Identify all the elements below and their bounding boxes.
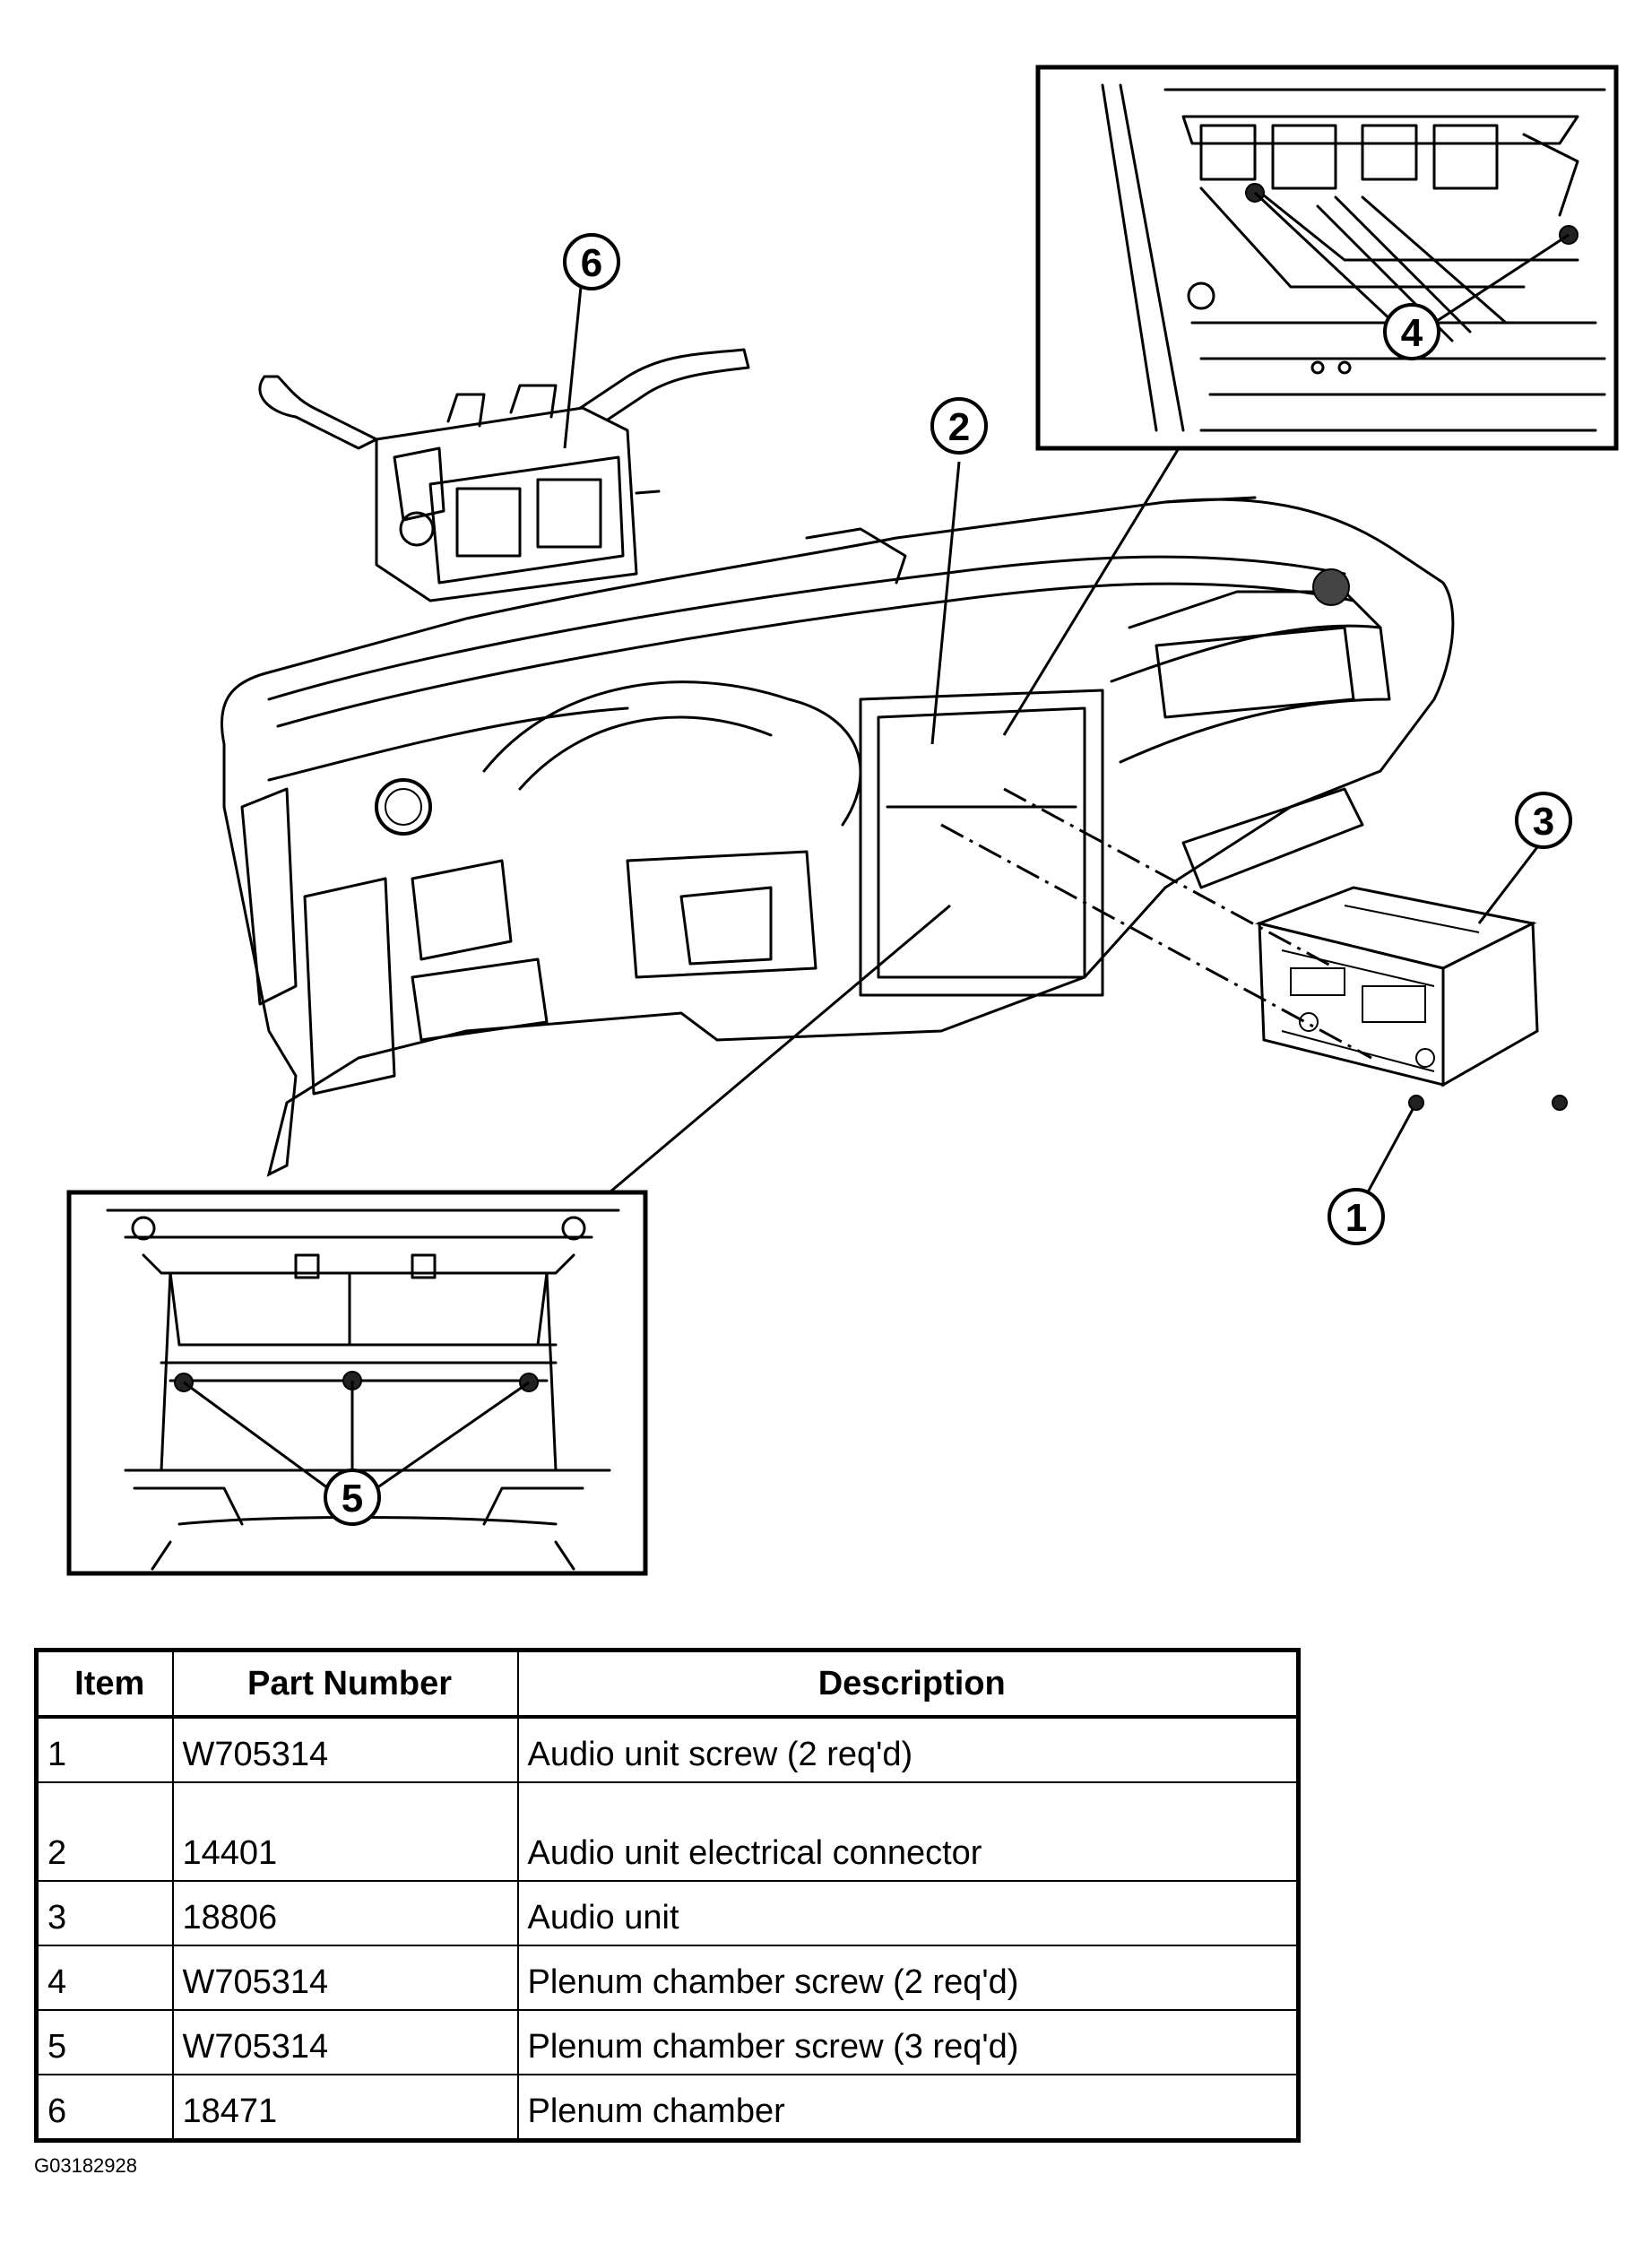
cell-description: Plenum chamber <box>516 2074 1300 2142</box>
svg-text:5: 5 <box>342 1477 363 1521</box>
table-row: 1 W705314 Audio unit screw (2 req'd) <box>35 1716 1300 1783</box>
svg-text:4: 4 <box>1401 311 1423 355</box>
callout-3: 3 <box>1515 792 1572 849</box>
callout-5: 5 <box>324 1469 381 1526</box>
cell-description: Audio unit electrical connector <box>516 1781 1300 1882</box>
cell-item: 3 <box>35 1880 174 1946</box>
svg-text:6: 6 <box>581 241 602 285</box>
svg-text:3: 3 <box>1533 800 1554 844</box>
cell-part-number: 18471 <box>171 2074 519 2142</box>
cell-item: 1 <box>35 1716 174 1783</box>
parts-table: Item Part Number Description 1 W705314 A… <box>34 1648 1301 2143</box>
cell-item: 4 <box>35 1945 174 2011</box>
table-header-row: Item Part Number Description <box>35 1649 1300 1719</box>
callout-6: 6 <box>563 233 620 290</box>
callout-1: 1 <box>1328 1188 1385 1245</box>
header-item: Item <box>35 1649 174 1719</box>
cell-part-number: 14401 <box>171 1781 519 1882</box>
cell-item: 6 <box>35 2074 174 2142</box>
cell-part-number: 18806 <box>171 1880 519 1946</box>
cell-description: Audio unit <box>516 1880 1300 1946</box>
cell-description: Plenum chamber screw (2 req'd) <box>516 1945 1300 2011</box>
cell-part-number: W705314 <box>171 1945 519 2011</box>
table-row: 3 18806 Audio unit <box>35 1880 1300 1946</box>
table-row: 4 W705314 Plenum chamber screw (2 req'd) <box>35 1945 1300 2011</box>
cell-item: 5 <box>35 2009 174 2075</box>
cell-item: 2 <box>35 1781 174 1882</box>
svg-text:1: 1 <box>1345 1196 1367 1240</box>
plenum-chamber-illustration <box>258 348 750 602</box>
callout-4: 4 <box>1383 303 1440 360</box>
instrument-panel-illustration <box>220 496 1455 1177</box>
table-row: 5 W705314 Plenum chamber screw (3 req'd) <box>35 2009 1300 2075</box>
cell-description: Audio unit screw (2 req'd) <box>516 1716 1300 1783</box>
cell-part-number: W705314 <box>171 2009 519 2075</box>
svg-text:2: 2 <box>948 405 970 449</box>
table-row: 2 14401 Audio unit electrical connector <box>35 1781 1300 1882</box>
header-part-number: Part Number <box>171 1649 519 1719</box>
cell-part-number: W705314 <box>171 1716 519 1783</box>
exploded-view-diagram: 6 2 4 3 1 5 <box>66 65 1619 1576</box>
callout-2: 2 <box>930 397 988 455</box>
inset-plenum-screws-detail <box>1035 65 1619 451</box>
cell-description: Plenum chamber screw (3 req'd) <box>516 2009 1300 2075</box>
table-row: 6 18471 Plenum chamber <box>35 2074 1300 2142</box>
figure-id: G03182928 <box>34 2154 137 2177</box>
audio-unit-illustration <box>1254 886 1539 1087</box>
header-description: Description <box>516 1649 1300 1719</box>
